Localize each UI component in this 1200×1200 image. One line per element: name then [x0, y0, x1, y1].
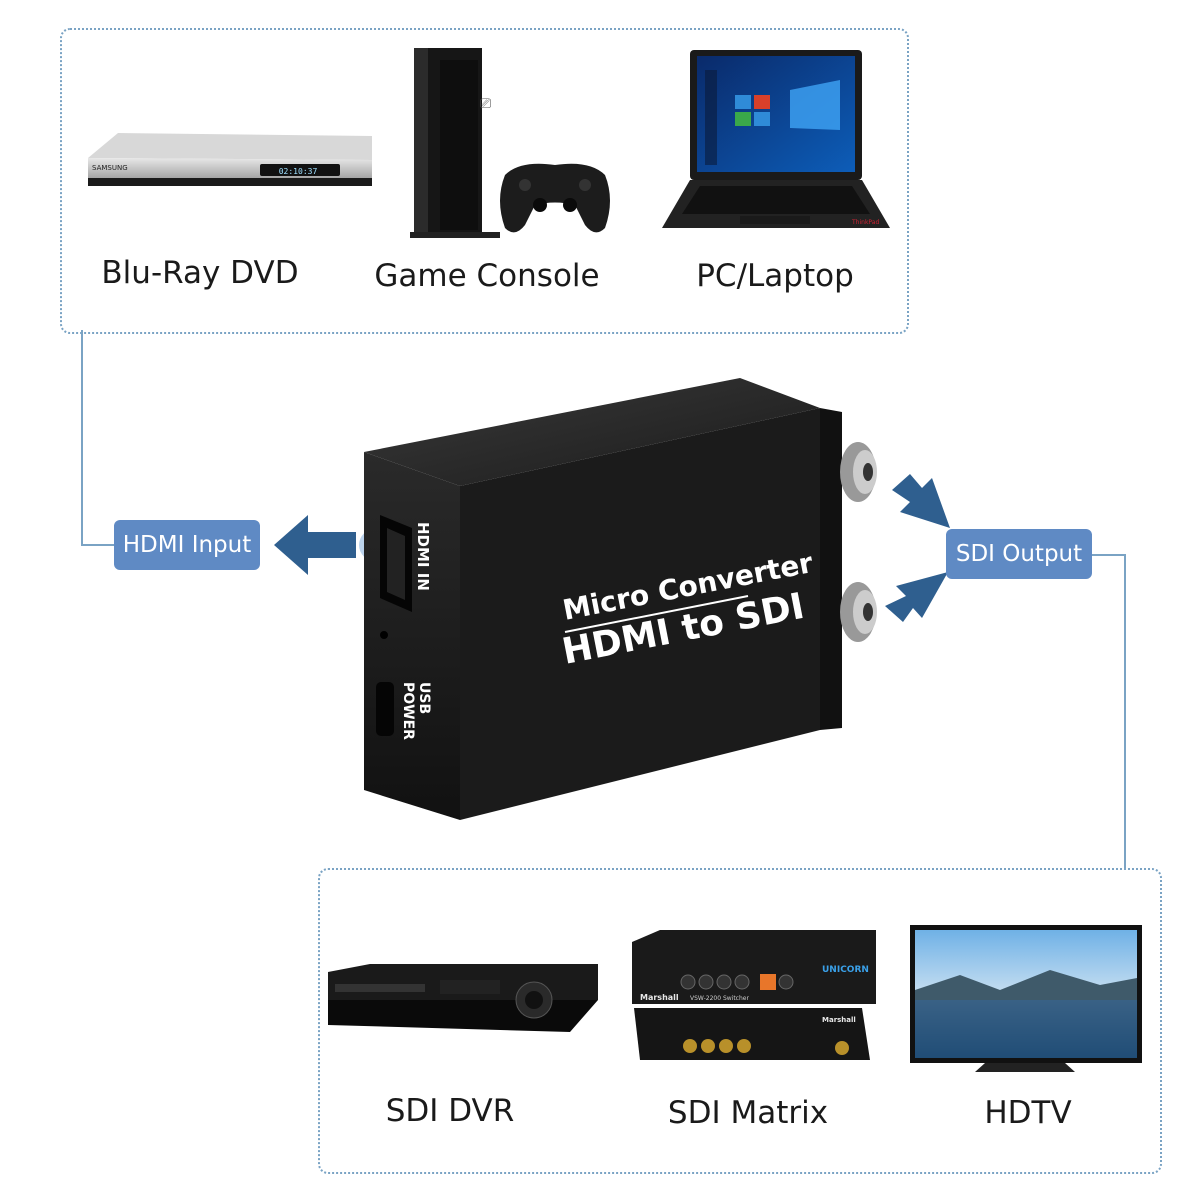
output-devices-box	[318, 868, 1162, 1174]
sdi-output-arrows	[885, 474, 950, 622]
power-port-label: POWER	[400, 682, 416, 740]
hdmi-input-callout: HDMI Input	[114, 520, 260, 570]
laptop-brand-text: ThinkPad	[851, 219, 879, 226]
output-connector-line	[1092, 554, 1126, 868]
bluray-brand-text: SAMSUNG	[92, 164, 128, 172]
sdi-matrix-image: Marshall VSW-2200 Switcher UNICORN Marsh…	[632, 930, 876, 1060]
bluray-dvd-label: Blu-Ray DVD	[101, 255, 299, 291]
bluray-player-image: 02:10:37 SAMSUNG	[88, 133, 372, 186]
bnc-connector-top	[840, 442, 877, 502]
hdmi-in-port-label: HDMI IN	[414, 522, 432, 591]
bluray-display-text: 02:10:37	[279, 167, 318, 176]
hdtv-image	[910, 925, 1142, 1072]
hdtv-label: HDTV	[984, 1095, 1072, 1131]
sdi-dvr-image	[328, 964, 598, 1032]
matrix-model-text: VSW-2200 Switcher	[690, 995, 749, 1002]
converter-device-image: HDMI IN USB POWER Micro Converter HDMI t…	[364, 378, 877, 820]
source-devices-box	[60, 28, 909, 334]
matrix-brand-right-text: UNICORN	[822, 965, 869, 975]
bnc-connector-bottom	[840, 582, 877, 642]
sdi-matrix-label: SDI Matrix	[667, 1095, 829, 1131]
svg-text:⎚: ⎚	[480, 96, 491, 112]
game-console-label: Game Console	[374, 258, 600, 294]
input-connector-line	[81, 330, 114, 546]
matrix-brand-bottom-text: Marshall	[822, 1016, 856, 1024]
pc-laptop-label: PC/Laptop	[696, 258, 854, 294]
sdi-output-callout: SDI Output	[946, 529, 1092, 579]
matrix-brand-top-text: Marshall	[640, 993, 679, 1002]
sdi-dvr-label: SDI DVR	[385, 1093, 515, 1129]
usb-port-label: USB	[416, 682, 432, 714]
connector-lines	[81, 330, 1126, 868]
game-console-image: ⎚	[410, 48, 610, 238]
laptop-image: ThinkPad	[662, 50, 890, 228]
